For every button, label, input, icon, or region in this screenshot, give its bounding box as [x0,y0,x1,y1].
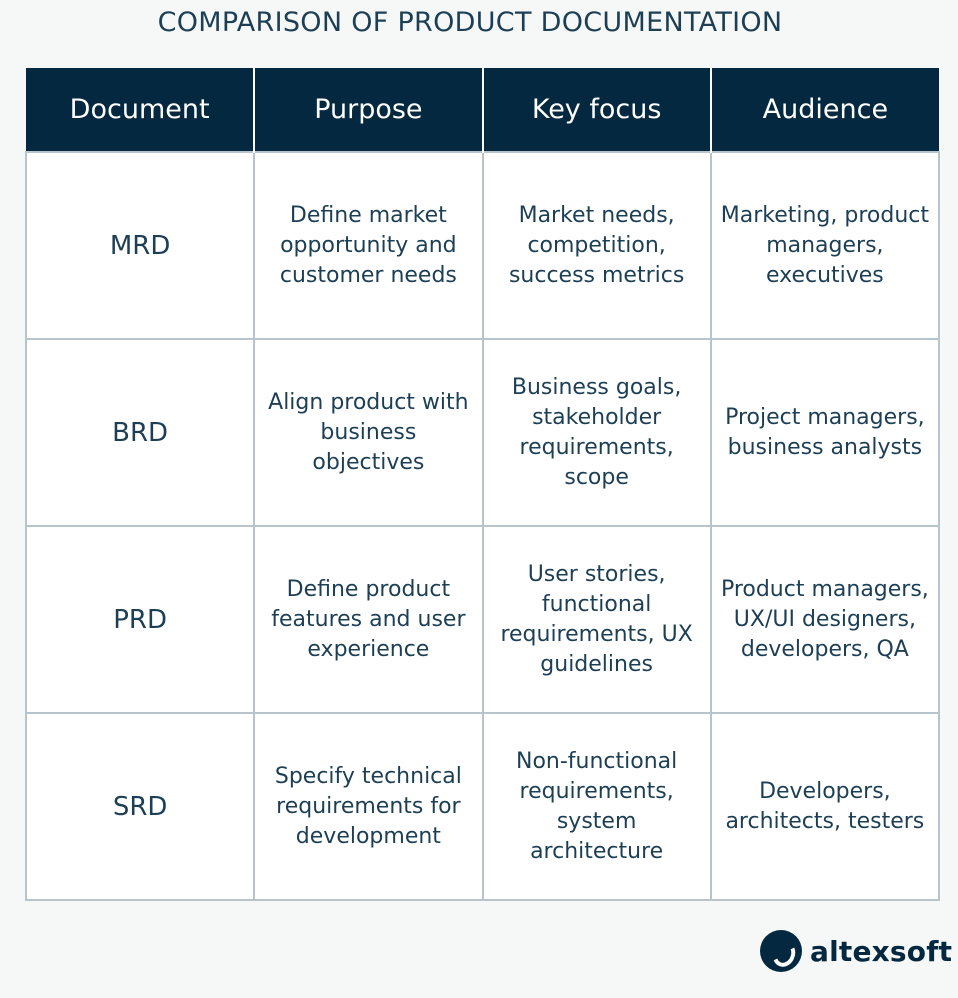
document-cell: PRD [24,525,256,714]
purpose-cell: Specify technical requirements for devel… [253,712,484,901]
page-title: COMPARISON OF PRODUCT DOCUMENTATION [157,7,783,38]
purpose-cell: Define product features and user experie… [253,525,484,714]
audience-cell: Product managers, UX/UI designers, devel… [709,525,941,714]
table-header-row: Document Purpose Key focus Audience [26,68,939,152]
key-focus-cell: User stories, functional requirements, U… [481,525,712,714]
table-row: SRD Specify technical requirements for d… [24,712,941,901]
key-focus-cell: Business goals, stakeholder requirements… [481,338,712,527]
audience-cell: Developers, architects, testers [709,712,941,901]
key-focus-cell: Non-functional requirements, system arch… [481,712,712,901]
table-row: BRD Align product with business objectiv… [24,338,941,527]
brand-logo: altexsoft [760,930,952,972]
altexsoft-logo-icon [760,930,802,972]
document-cell: BRD [24,338,256,527]
column-header-audience: Audience [709,68,939,152]
column-header-key-focus: Key focus [481,68,712,152]
audience-cell: Project managers, business analysts [709,338,941,527]
column-header-purpose: Purpose [253,68,484,152]
column-header-document: Document [26,68,256,152]
purpose-cell: Align product with business objectives [253,338,484,527]
key-focus-cell: Market needs, competition, success metri… [481,151,712,340]
audience-cell: Marketing, product managers, executives [709,151,941,340]
document-cell: MRD [24,151,256,340]
purpose-cell: Define market opportunity and customer n… [253,151,484,340]
comparison-table: Document Purpose Key focus Audience MRD … [24,68,941,901]
table-row: MRD Define market opportunity and custom… [24,151,941,340]
table-row: PRD Define product features and user exp… [24,525,941,714]
document-cell: SRD [24,712,256,901]
brand-name: altexsoft [810,934,953,968]
